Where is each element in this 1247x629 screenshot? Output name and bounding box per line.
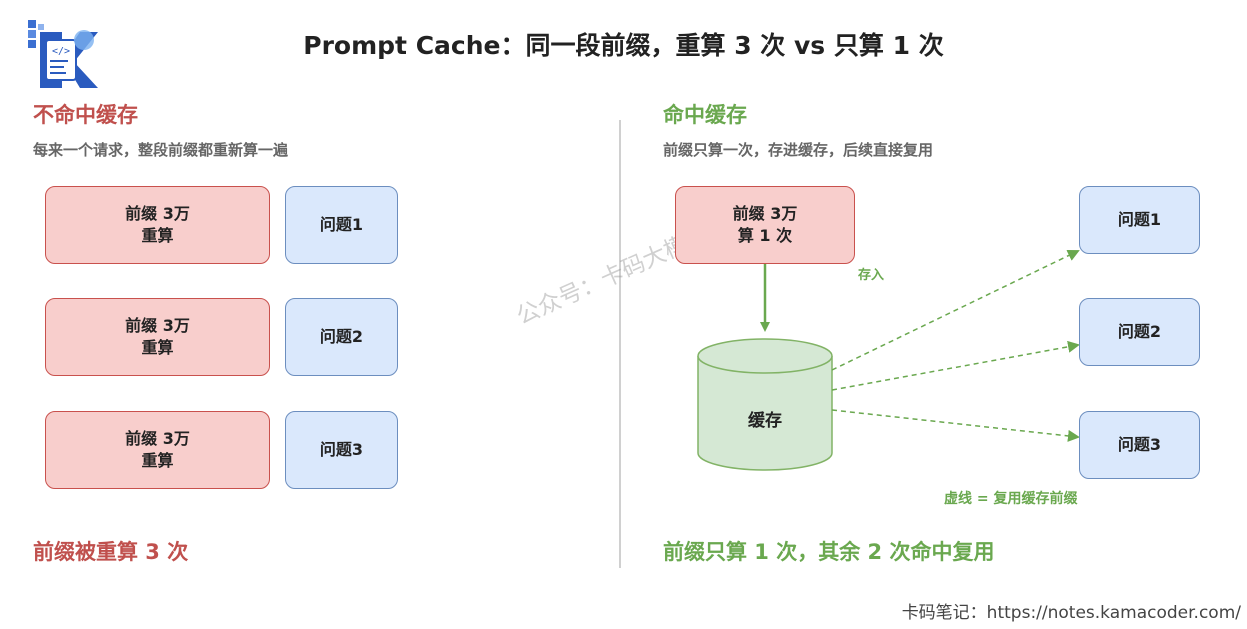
brand-logo-icon: </>	[28, 20, 98, 88]
cached-question-box-1: 问题1	[1079, 186, 1200, 254]
prefix-box-2: 前缀 3万 重算	[45, 298, 270, 376]
prefix-action-label: 重算	[141, 226, 174, 245]
right-subtitle: 前缀只算一次，存进缓存，后续直接复用	[663, 141, 934, 159]
left-subtitle: 每来一个请求，整段前缀都重新算一遍	[33, 141, 289, 159]
left-conclusion: 前缀被重算 3 次	[33, 540, 189, 564]
cached-question-box-3: 问题3	[1079, 411, 1200, 479]
store-label: 存入	[858, 268, 885, 283]
question-label: 问题2	[1117, 322, 1162, 341]
reuse-arrow-1	[831, 249, 1080, 371]
prefix-size-label: 前缀 3万	[125, 204, 190, 223]
prefix-size-label: 前缀 3万	[732, 204, 798, 223]
prefix-action-label: 重算	[141, 451, 174, 470]
prefix-size-label: 前缀 3万	[125, 429, 190, 448]
prefix-action-label: 算 1 次	[737, 226, 793, 245]
cache-label: 缓存	[748, 411, 782, 431]
section-divider	[619, 120, 621, 568]
right-heading: 命中缓存	[663, 103, 747, 127]
svg-text:</>: </>	[52, 46, 70, 57]
question-label: 问题1	[319, 215, 364, 234]
cached-prefix-box: 前缀 3万 算 1 次	[675, 186, 855, 264]
question-label: 问题3	[319, 440, 364, 459]
prefix-box-1: 前缀 3万 重算	[45, 186, 270, 264]
question-box-3: 问题3	[285, 411, 398, 489]
question-label: 问题2	[319, 327, 364, 346]
right-conclusion: 前缀只算 1 次，其余 2 次命中复用	[663, 540, 995, 564]
prefix-action-label: 重算	[141, 338, 174, 357]
cache-cylinder	[697, 338, 833, 471]
footer-link[interactable]: 卡码笔记：https://notes.kamacoder.com/	[901, 603, 1241, 623]
question-label: 问题1	[1117, 210, 1162, 229]
reuse-arrow-2	[831, 340, 1080, 391]
dashed-line-legend: 虚线 = 复用缓存前缀	[944, 491, 1078, 507]
page-title: Prompt Cache：同一段前缀，重算 3 次 vs 只算 1 次	[303, 31, 944, 60]
prefix-size-label: 前缀 3万	[125, 316, 190, 335]
question-label: 问题3	[1117, 435, 1162, 454]
reuse-arrow-3	[831, 409, 1080, 442]
prefix-box-3: 前缀 3万 重算	[45, 411, 270, 489]
left-heading: 不命中缓存	[33, 103, 138, 127]
cached-question-box-2: 问题2	[1079, 298, 1200, 366]
question-box-2: 问题2	[285, 298, 398, 376]
question-box-1: 问题1	[285, 186, 398, 264]
